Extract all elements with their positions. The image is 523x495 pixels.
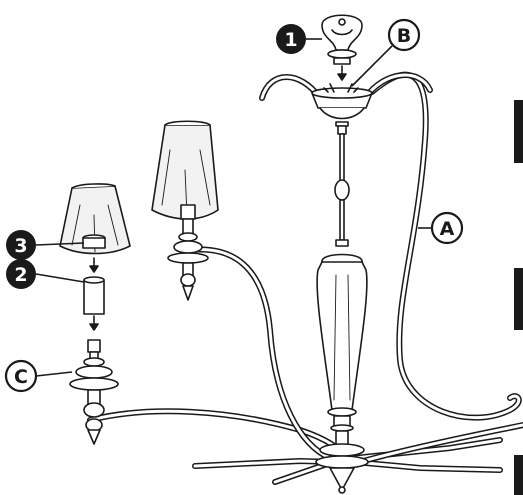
edge-tab-top <box>514 100 523 163</box>
ceiling-hook <box>321 14 363 81</box>
callout-b: B <box>351 18 421 87</box>
top-curl-arms <box>259 72 433 101</box>
callout-a-label: A <box>440 218 455 240</box>
callout-c-label: C <box>14 366 28 388</box>
callout-1-label: 1 <box>284 29 297 51</box>
candle-holder-exploded <box>59 183 131 445</box>
callout-3: 3 <box>6 230 85 260</box>
candle-holder-middle <box>151 120 219 301</box>
callout-b-label: B <box>397 25 411 47</box>
callout-2-label: 2 <box>14 264 27 286</box>
lower-left-arm <box>87 408 348 458</box>
callout-2: 2 <box>6 259 85 289</box>
edge-tab-middle <box>514 268 523 330</box>
central-column <box>311 83 373 494</box>
edge-tab-bottom <box>514 455 523 495</box>
arm-a <box>369 71 522 421</box>
right-lower-arm <box>357 422 523 465</box>
mid-left-arm <box>187 246 333 461</box>
callout-c: C <box>4 359 73 393</box>
callout-1: 1 <box>276 24 322 54</box>
callout-3-label: 3 <box>14 235 27 257</box>
callout-a: A <box>418 211 464 245</box>
